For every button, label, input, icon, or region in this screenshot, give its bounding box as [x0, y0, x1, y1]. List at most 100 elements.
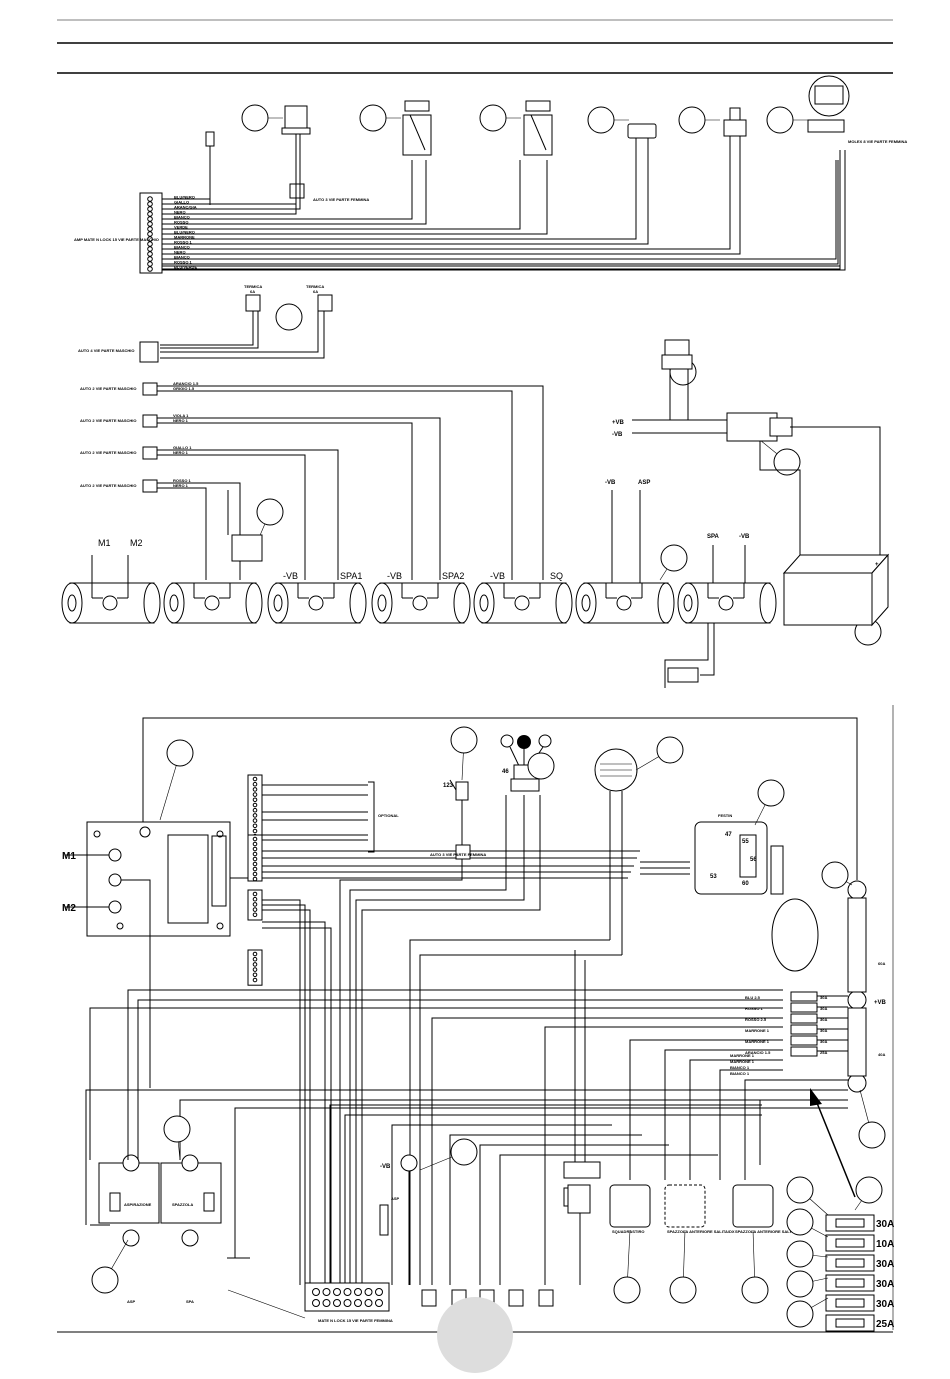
terminal-pin [354, 1299, 362, 1307]
pot-label: FESTIN [718, 813, 732, 818]
connector-label: AUTO 2 VIE PARTE MASCHIO [80, 450, 137, 455]
fuse-wire-label: BIANCO 1 [730, 1065, 750, 1070]
fuse-rating: 30A [820, 1039, 827, 1044]
fuse-wire-label: MARRONE 1 [730, 1053, 755, 1058]
lower-wire [431, 1017, 783, 1285]
upper-wire-label: BIANCO [174, 255, 190, 260]
fuse-blade [835, 1318, 865, 1328]
battery-plus: + [875, 562, 879, 568]
motor-label-sq: SQ [550, 571, 563, 581]
fuse-value: 10A [876, 1239, 894, 1250]
sensor [667, 667, 699, 683]
motor-rear [657, 582, 675, 624]
upper-wire [162, 160, 301, 210]
arrow [810, 1088, 856, 1198]
lower-wire [355, 795, 525, 1285]
strip-pin [252, 802, 258, 808]
motor-wire [91, 555, 129, 583]
strip-pin [252, 841, 258, 847]
connector-label: AMP MATE N LOCK 15 VIE PARTE MASCHIO [74, 237, 159, 242]
joystick-46: 46 [500, 734, 552, 792]
blade-fuse [825, 1294, 875, 1312]
part-47: 47 [725, 832, 732, 838]
lower-wire [227, 1160, 250, 1259]
potentiometer-module: FESTIN 47 55 56 60 53 [640, 813, 819, 972]
upper-wire-label: ARANC/GIA [174, 205, 197, 210]
callout-balloon [757, 779, 785, 807]
lower-wire [499, 1154, 718, 1285]
part-55: 55 [742, 839, 749, 845]
motor-rear [349, 582, 367, 624]
motor-label-vb: -VB [387, 571, 402, 581]
callout-balloon [773, 448, 801, 476]
callout-balloon [786, 1300, 814, 1328]
main-fuses: +VB 60A 40A [847, 880, 887, 1093]
motor-rear [453, 582, 471, 624]
upper-wire-label: BIANCO [174, 245, 190, 250]
motor-rear [245, 582, 263, 624]
plus-vb: +VB [612, 420, 625, 426]
strip-pin [252, 902, 258, 907]
page-number-badge [437, 1297, 513, 1373]
seat-switch [231, 534, 263, 562]
auto3-label: AUTO 3 VIE PARTE FEMMINA [313, 197, 369, 202]
thermal-breakers: TERMICA 6A TERMICA 6A AUTO 4 VIE PARTE M… [78, 284, 333, 363]
callout-balloon [91, 1266, 119, 1294]
terminal-pin [354, 1288, 362, 1296]
motor-symbol [514, 595, 530, 611]
link-label: ASP [391, 1196, 400, 1201]
leader-line [227, 1289, 306, 1319]
strip-pin [252, 776, 258, 782]
mid-wire [157, 385, 544, 580]
motor-symbol [412, 595, 428, 611]
lower-wire [329, 1104, 762, 1285]
motor-shaft [683, 594, 693, 612]
strip-pin [252, 871, 258, 877]
board-connector-strips [247, 774, 640, 1285]
motor-label-vb: -VB [283, 571, 298, 581]
lower-wire [449, 1134, 642, 1285]
motor-leads [707, 583, 745, 599]
callout-balloon [359, 104, 387, 132]
auto-connector [538, 1289, 554, 1307]
strip-wire [262, 899, 301, 1285]
upper-wire [162, 160, 839, 265]
lower-wire [479, 1144, 669, 1285]
callout-balloon [241, 104, 269, 132]
wire-label: ARANCIO 1.5 [173, 381, 199, 386]
motor-end [677, 582, 699, 624]
lower-wire [339, 859, 463, 1285]
beacon-lamp: AUTO 3 VIE PARTE FEMMINA [281, 105, 369, 202]
horn [594, 748, 638, 955]
strip-pin [252, 977, 258, 983]
fuse-60a: 60A [878, 961, 885, 966]
part-60: 60 [742, 881, 749, 887]
spazzola-label: SPAZZOLA [172, 1202, 193, 1207]
callout-balloon [786, 1240, 814, 1268]
wire-label: VIOLA 1 [173, 413, 189, 418]
fuse [790, 991, 818, 1002]
hour-meter-display: MOLEX 8 VIE PARTE FEMMINA [807, 75, 907, 144]
auto2-connector [142, 382, 158, 396]
upper-wire [162, 160, 649, 245]
battery: + [782, 553, 890, 627]
strip-pin [252, 797, 258, 803]
upper-wire-label: NERO [174, 250, 186, 255]
wire-label: NERO 1 [173, 483, 189, 488]
board-m2: M2 [62, 903, 76, 914]
fuse-value: 30A [876, 1219, 894, 1230]
strip-pin [252, 951, 258, 957]
thermal-rating-1: 6A [250, 289, 255, 294]
fuse-plus-vb: +VB [874, 1000, 887, 1006]
relay [664, 1184, 706, 1228]
molex-label: MOLEX 8 VIE PARTE FEMMINA [848, 139, 907, 144]
strip-pin [252, 962, 258, 967]
callout-balloon [786, 1176, 814, 1204]
motor-shaft [581, 594, 591, 612]
battery-disconnect: +VB -VB [612, 339, 881, 555]
strip-pin [252, 956, 258, 962]
fuse-wire-label: MARRONE 1 [745, 1028, 770, 1033]
terminal-pin [312, 1288, 320, 1296]
